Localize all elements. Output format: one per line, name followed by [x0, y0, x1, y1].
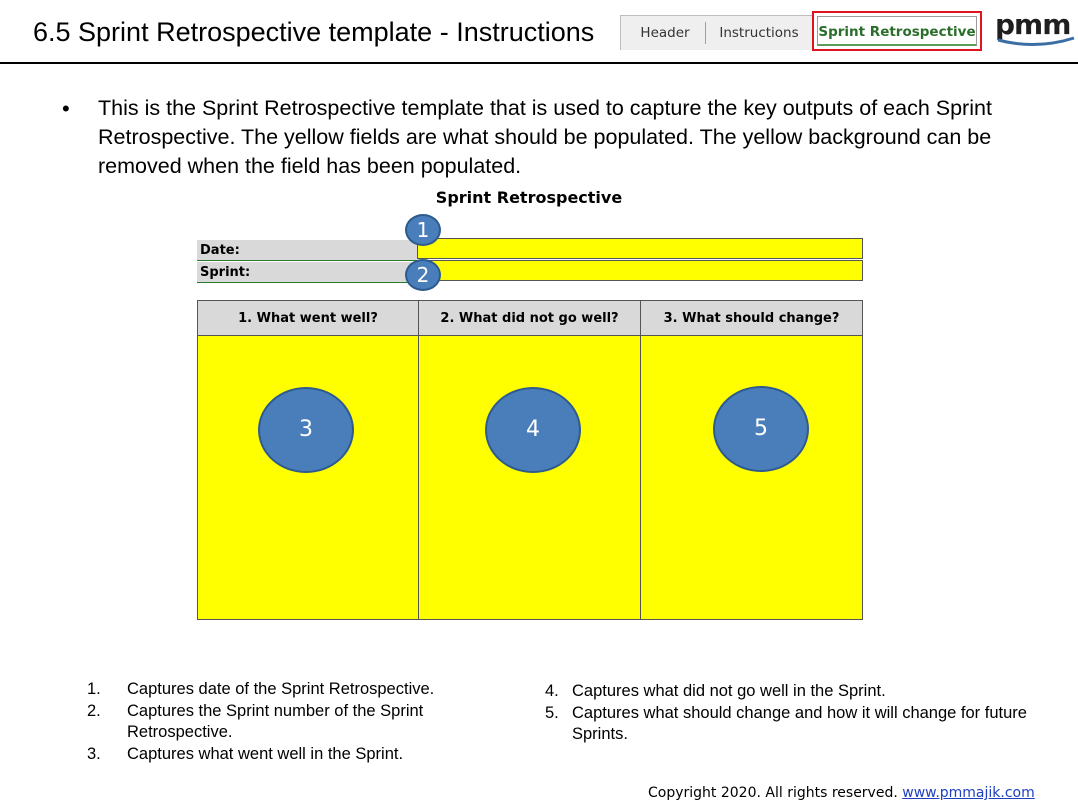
- tab-sprint-retrospective[interactable]: Sprint Retrospective: [817, 16, 977, 46]
- column-did-not-go-well: 2. What did not go well?: [419, 301, 641, 619]
- date-label: Date:: [197, 240, 417, 261]
- website-link[interactable]: www.pmmajik.com: [902, 785, 1035, 801]
- logo-swoosh-icon: [997, 36, 1075, 47]
- should-change-field[interactable]: [641, 336, 862, 619]
- badge-2: 2: [405, 259, 441, 291]
- page-title: 6.5 Sprint Retrospective template - Inst…: [33, 17, 595, 47]
- list-item: 1. Captures date of the Sprint Retrospec…: [87, 680, 435, 698]
- pmm-logo: pmm: [995, 8, 1071, 41]
- column-header: 1. What went well?: [198, 301, 418, 336]
- tab-sprint-retrospective-highlight[interactable]: Sprint Retrospective: [812, 11, 982, 51]
- list-item: 2. Captures the Sprint number of the Spr…: [87, 701, 424, 742]
- column-header: 3. What should change?: [641, 301, 862, 336]
- list-item: 4. Captures what did not go well in the …: [545, 682, 886, 700]
- footer: Copyright 2020. All rights reserved. www…: [648, 785, 1035, 801]
- tab-separator: [705, 22, 706, 44]
- went-well-field[interactable]: [198, 336, 418, 619]
- copyright-text: Copyright 2020. All rights reserved.: [648, 785, 898, 801]
- column-header: 2. What did not go well?: [419, 301, 640, 336]
- badge-3: 3: [258, 387, 354, 473]
- column-went-well: 1. What went well?: [198, 301, 419, 619]
- sprint-label: Sprint:: [197, 262, 417, 283]
- tab-instructions[interactable]: Instructions: [719, 25, 799, 41]
- sprint-field[interactable]: [417, 260, 863, 281]
- tab-header[interactable]: Header: [640, 25, 690, 41]
- title-divider: [0, 62, 1078, 64]
- template-title: Sprint Retrospective: [435, 188, 623, 207]
- notes-list-right: 4. Captures what did not go well in the …: [545, 681, 1035, 746]
- list-item: 3. Captures what went well in the Sprint…: [87, 744, 404, 763]
- bullet-icon: •: [62, 96, 70, 121]
- list-item: 5. Captures what should change and how i…: [545, 703, 1027, 744]
- date-field[interactable]: [417, 238, 863, 259]
- badge-5: 5: [713, 386, 809, 472]
- retrospective-grid: 1. What went well? 2. What did not go we…: [197, 300, 863, 620]
- badge-1: 1: [405, 214, 441, 246]
- did-not-go-well-field[interactable]: [419, 336, 640, 619]
- intro-text: This is the Sprint Retrospective templat…: [98, 96, 992, 178]
- column-should-change: 3. What should change?: [641, 301, 862, 619]
- badge-4: 4: [485, 387, 581, 473]
- notes-list-left: 1. Captures date of the Sprint Retrospec…: [87, 679, 477, 765]
